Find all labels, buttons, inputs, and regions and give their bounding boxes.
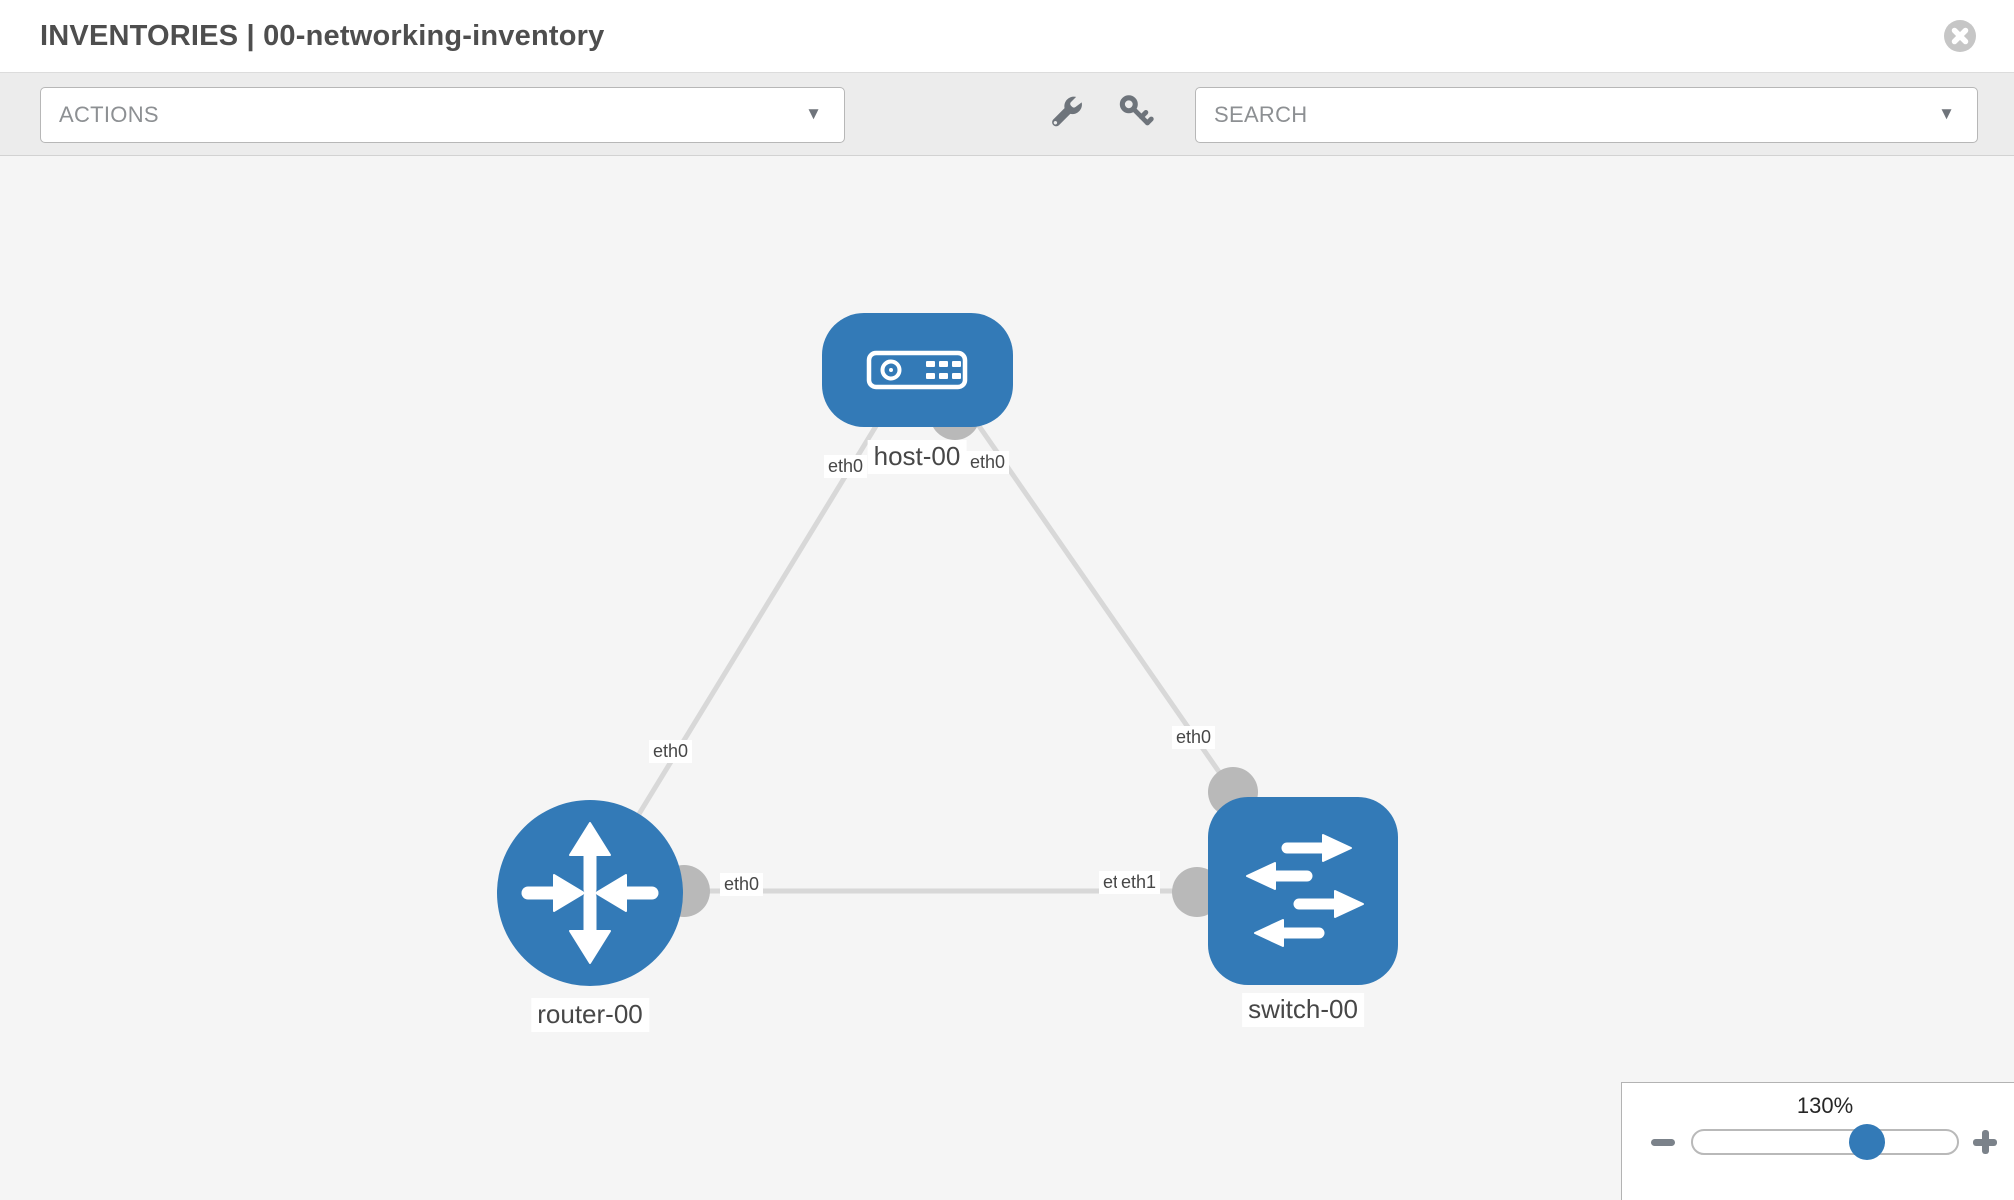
node-label-router: router-00	[531, 998, 649, 1032]
search-input-placeholder: SEARCH	[1214, 102, 1308, 127]
close-icon	[1944, 20, 1976, 52]
zoom-level: 130%	[1796, 1093, 1854, 1118]
interface-label-switch-to-router: eth1	[1117, 871, 1161, 894]
node-switch-00[interactable]	[1208, 797, 1398, 985]
node-router-00[interactable]	[497, 800, 683, 986]
zoom-slider-thumb[interactable]	[1849, 1124, 1885, 1160]
topology-canvas[interactable]: host-00 router-00 switch-00 eth0 eth0 et…	[0, 156, 2014, 1200]
interface-label-host-to-switch: eth0	[966, 451, 1010, 474]
interface-label-router-to-host: eth0	[649, 740, 693, 763]
zoom-in-button[interactable]	[1973, 1130, 1997, 1154]
host-icon	[866, 350, 968, 390]
zoom-out-button[interactable]	[1651, 1139, 1675, 1146]
router-icon	[521, 822, 659, 964]
credentials-button[interactable]	[1118, 94, 1154, 135]
interface-label-switch-to-host: eth0	[1172, 726, 1216, 749]
toolbar: ACTIONS ▼ SEARCH ▼	[0, 72, 2014, 156]
actions-dropdown-label: ACTIONS	[59, 102, 159, 127]
zoom-slider[interactable]	[1691, 1124, 1959, 1160]
switch-icon	[1246, 834, 1364, 947]
configure-button[interactable]	[1047, 93, 1085, 136]
zoom-panel: 130%	[1621, 1082, 2014, 1200]
node-host-00[interactable]	[822, 313, 1013, 427]
actions-dropdown[interactable]: ACTIONS ▼	[40, 87, 845, 143]
close-button[interactable]	[1940, 16, 1980, 56]
caret-down-icon: ▼	[805, 104, 822, 124]
caret-down-icon: ▼	[1938, 104, 1955, 124]
interface-label-router-to-switch: eth0	[720, 873, 764, 896]
key-icon	[1119, 95, 1154, 126]
wrench-icon	[1052, 96, 1082, 127]
node-label-host: host-00	[867, 440, 967, 474]
search-dropdown[interactable]: SEARCH ▼	[1195, 87, 1978, 143]
node-label-switch: switch-00	[1242, 993, 1364, 1027]
window-header: INVENTORIES | 00-networking-inventory	[0, 0, 2014, 72]
topology-graph	[497, 313, 1398, 986]
page-title: INVENTORIES | 00-networking-inventory	[40, 20, 605, 52]
interface-label-host-to-router: eth0	[824, 455, 868, 478]
